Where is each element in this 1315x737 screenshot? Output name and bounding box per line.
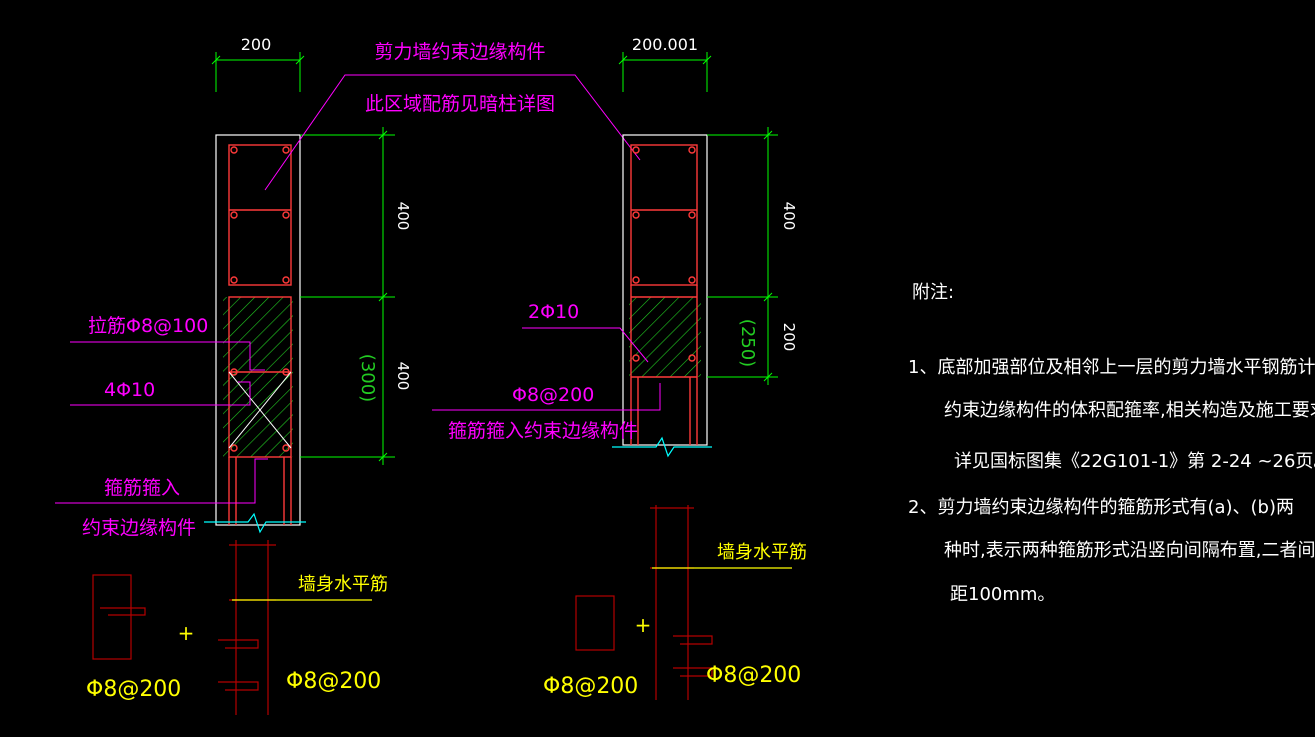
left-wall-detail: 200 — [55, 35, 412, 539]
bottom-right-plus: + — [635, 613, 652, 637]
bottom-left-stirrup-details: + 墙身水平筋 Φ8@200 Φ8@200 — [86, 540, 388, 715]
left-bar-label: 4Φ10 — [104, 379, 155, 401]
left-stirrup-note-2: 约束边缘构件 — [82, 517, 196, 539]
right-wall-outline — [622, 134, 708, 446]
notes-block: 附注: 1、底部加强部位及相邻上一层的剪力墙水平钢筋计入 约束边缘构件的体积配箍… — [908, 282, 1315, 605]
bottom-left-wall-rebar: 墙身水平筋 — [298, 574, 388, 595]
bottom-left-label-a: Φ8@200 — [86, 677, 181, 702]
left-rebar-cage — [228, 144, 292, 525]
right-rebar-cage — [630, 144, 698, 445]
note-2-line-1: 2、剪力墙约束边缘构件的箍筋形式有(a)、(b)两 — [908, 497, 1294, 518]
right-stirrup-label: Φ8@200 — [512, 384, 594, 406]
right-wall-detail: 200.001 400 200 (250) — [432, 35, 798, 458]
center-note-line1: 剪力墙约束边缘构件 — [374, 41, 545, 63]
left-dim-400-top: 400 — [394, 202, 412, 231]
bottom-left-plus: + — [178, 621, 195, 645]
bottom-right-wall-rebar: 墙身水平筋 — [717, 542, 807, 563]
left-hatch-zone — [223, 297, 293, 457]
note-2-line-3: 距100mm。 — [950, 584, 1055, 605]
right-break-line — [612, 436, 712, 458]
left-width-dimension — [211, 52, 305, 92]
center-note-line2: 此区域配筋见暗柱详图 — [365, 93, 555, 115]
left-tie-label: 拉筋Φ8@100 — [88, 315, 208, 337]
right-bar-label: 2Φ10 — [528, 301, 579, 323]
center-note: 剪力墙约束边缘构件 此区域配筋见暗柱详图 — [264, 41, 641, 191]
left-dim-300-alt: (300) — [357, 354, 378, 402]
right-hatch-zone — [629, 297, 701, 377]
left-leaders — [55, 341, 268, 504]
left-break-line — [204, 512, 306, 534]
right-dim-200: 200 — [780, 323, 798, 352]
left-height-dimension — [300, 127, 395, 465]
right-width-dimension — [618, 52, 712, 92]
notes-title: 附注: — [912, 282, 954, 303]
note-1-line-3: 详见国标图集《22G101-1》第 2-24 ~26页。 — [954, 451, 1315, 472]
left-tie-cross — [228, 371, 292, 449]
bottom-right-stirrup-details: + 墙身水平筋 Φ8@200 Φ8@200 — [543, 505, 807, 700]
right-leaders — [432, 327, 661, 411]
bottom-right-label-a: Φ8@200 — [543, 674, 638, 699]
bottom-left-label-b: Φ8@200 — [286, 669, 381, 694]
right-stirrup-note: 箍筋箍入约束边缘构件 — [448, 420, 638, 442]
left-width-label: 200 — [241, 35, 272, 54]
note-2-line-2: 种时,表示两种箍筋形式沿竖向间隔布置,二者间 — [944, 540, 1315, 561]
center-leader — [264, 74, 641, 191]
right-height-dimension — [707, 127, 778, 385]
right-dim-250-alt: (250) — [737, 319, 758, 367]
left-stirrup-note-1: 箍筋箍入 — [104, 477, 180, 499]
left-dim-400-bottom: 400 — [394, 362, 412, 391]
note-1-line-1: 1、底部加强部位及相邻上一层的剪力墙水平钢筋计入 — [908, 357, 1315, 378]
bottom-right-label-b: Φ8@200 — [706, 663, 801, 688]
right-dim-400: 400 — [780, 202, 798, 231]
note-1-line-2: 约束边缘构件的体积配箍率,相关构造及施工要求 — [944, 400, 1315, 421]
right-width-label: 200.001 — [632, 35, 698, 54]
